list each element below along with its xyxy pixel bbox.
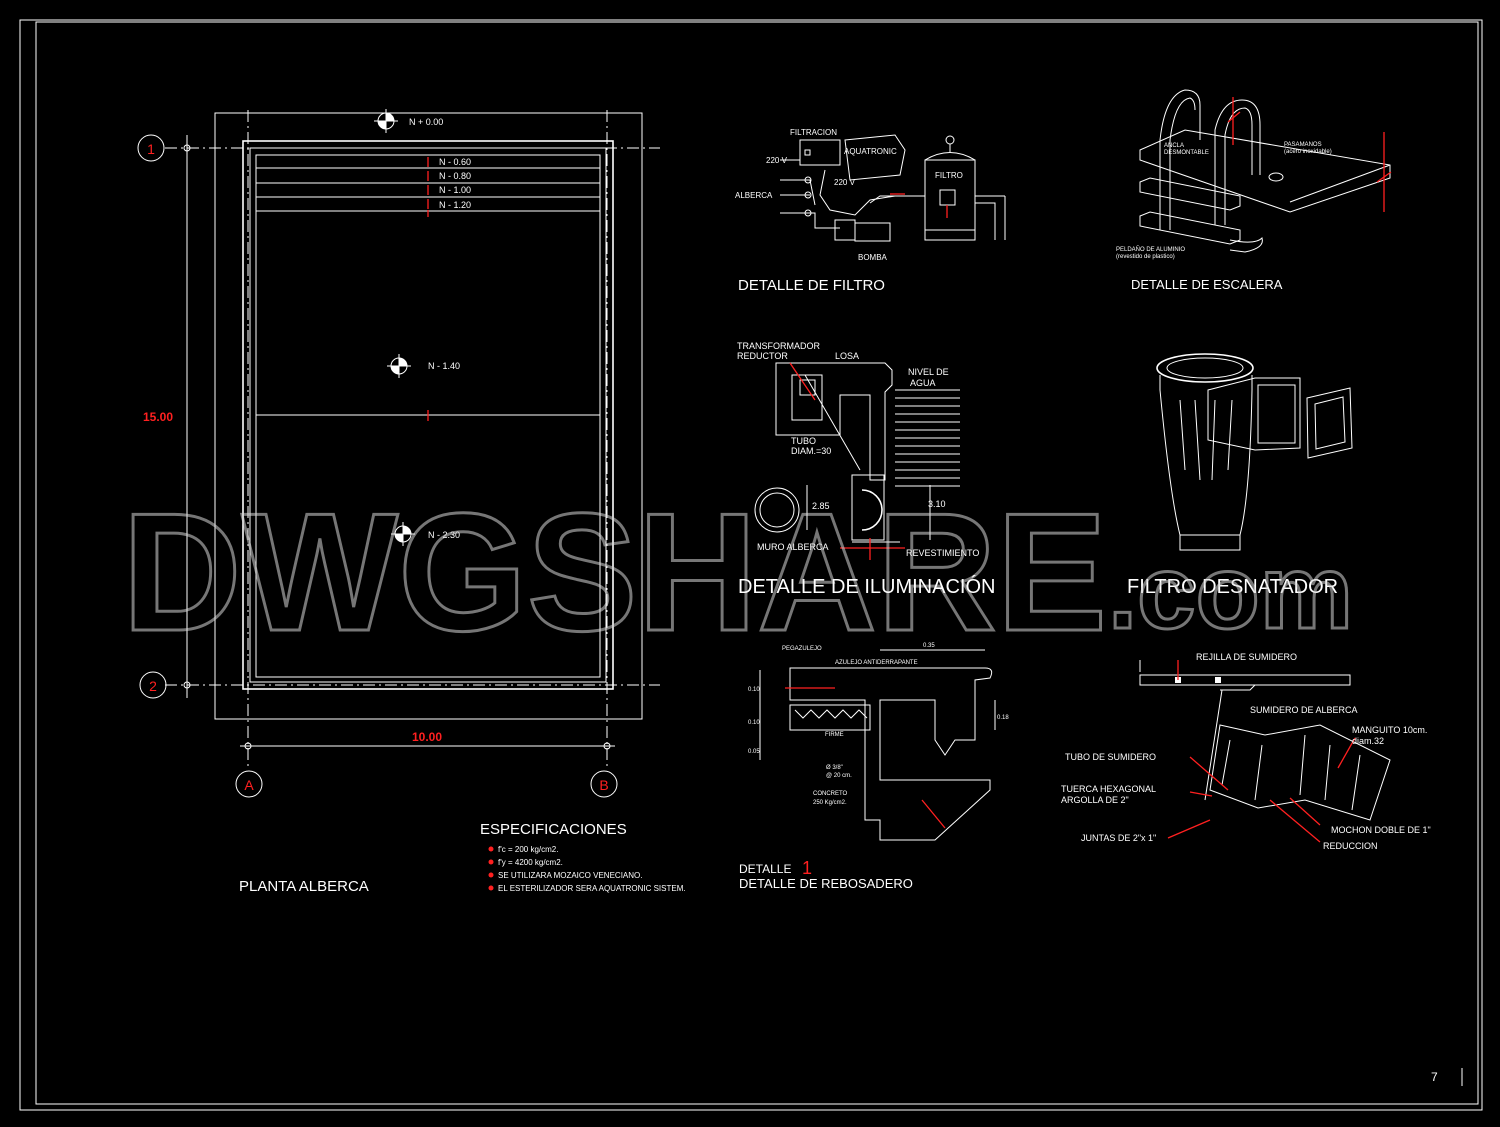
level-label: N + 0.00: [409, 117, 443, 127]
level-label: N - 2.30: [428, 530, 460, 540]
lighting-label: TUBO: [791, 436, 816, 446]
ladder-title: DETALLE DE ESCALERA: [1131, 277, 1283, 292]
drain-label: REJILLA DE SUMIDERO: [1196, 652, 1297, 662]
level-marker-140: [387, 354, 411, 378]
overflow-label: 0.10: [748, 720, 760, 726]
lighting-label: DIAM.=30: [791, 446, 831, 456]
drain-label: SUMIDERO DE ALBERCA: [1250, 705, 1358, 715]
lighting-label: 3.10: [928, 499, 946, 509]
bullet-icon: [488, 872, 494, 878]
ladder-label: DESMONTABLE: [1164, 150, 1209, 156]
axis-label-2: 2: [149, 678, 157, 694]
drain-label: JUNTAS DE 2"x 1": [1081, 833, 1156, 843]
overflow-label: Ø 3/8": [826, 765, 843, 771]
lighting-label: REVESTIMIENTO: [906, 548, 979, 558]
plan-title: PLANTA ALBERCA: [239, 878, 369, 895]
filter-label: 220 V: [834, 178, 856, 187]
bullet-icon: [488, 859, 494, 865]
lighting-label: 2.85: [812, 501, 830, 511]
axis-label-1: 1: [147, 141, 155, 157]
watermark-domain: .com: [1108, 534, 1353, 651]
spec-item: f'c = 200 kg/cm2.: [498, 845, 558, 854]
overflow-label: 0.18: [997, 715, 1009, 721]
overflow-detail-drawing: [759, 649, 996, 841]
overflow-title: DETALLE DE REBOSADERO: [739, 876, 913, 891]
axis-bubble-2: [139, 671, 167, 699]
watermark-text: DWGSHARE: [122, 478, 1107, 666]
dimension-width: 10.00: [412, 730, 442, 744]
lighting-label: MURO ALBERCA: [757, 542, 829, 552]
bullet-icon: [488, 885, 494, 891]
lighting-title: DETALLE DE ILUMINACIÓN: [738, 575, 995, 598]
spec-item: f'y = 4200 kg/cm2.: [498, 858, 563, 867]
drain-label: TUERCA HEXAGONAL: [1061, 784, 1156, 794]
ladder-label: PELDAÑO DE ALUMINIO: [1116, 246, 1185, 253]
specs-title: ESPECIFICACIONES: [480, 821, 627, 838]
drain-label: MOCHON DOBLE DE 1": [1331, 825, 1431, 835]
lighting-label: AGUA: [910, 378, 936, 388]
level-label: N - 0.80: [439, 171, 471, 181]
level-label: N - 1.40: [428, 361, 460, 371]
overflow-label: 0.05: [748, 749, 760, 755]
drain-label: MANGUITO 10cm.: [1352, 725, 1427, 735]
ladder-label: (acero inoxidable): [1284, 149, 1332, 155]
drain-label: REDUCCION: [1323, 841, 1378, 851]
drain-label: diam.32: [1352, 736, 1384, 746]
dimension-length: 15.00: [143, 410, 173, 424]
detail-number: 1: [802, 858, 812, 878]
filter-label: FILTRO: [935, 171, 963, 180]
lighting-label: TRANSFORMADOR: [737, 341, 821, 351]
filter-label: AQUATRONIC: [844, 147, 897, 156]
sheet-inner-border: [35, 21, 1479, 1105]
level-marker-230: [391, 522, 415, 546]
level-label: N - 1.00: [439, 185, 471, 195]
filter-label: FILTRACION: [790, 128, 837, 137]
filter-detail-drawing: [780, 134, 1006, 242]
filter-label: ALBERCA: [735, 191, 773, 200]
level-label: N - 1.20: [439, 200, 471, 210]
sheet-outer-border: [19, 19, 1483, 1111]
filter-label: 220 V: [766, 156, 788, 165]
axis-bubble-b: [590, 770, 618, 798]
drain-detail-drawing: [1139, 660, 1391, 843]
overflow-label: CONCRETO: [813, 791, 848, 797]
filter-label: BOMBA: [858, 253, 888, 262]
bullet-icon: [488, 846, 494, 852]
drain-label: TUBO DE SUMIDERO: [1065, 752, 1156, 762]
detail-label: DETALLE: [739, 862, 791, 876]
plan-drawing: [137, 109, 660, 798]
skimmer-title: FILTRO DESNATADOR: [1127, 576, 1338, 598]
level-marker-0: [374, 109, 398, 133]
overflow-label: 250 Kg/cm2.: [813, 800, 847, 806]
axis-bubble-1: [137, 134, 165, 162]
lighting-detail-drawing: [754, 362, 960, 560]
lighting-label: LOSA: [835, 351, 859, 361]
overflow-label: @ 20 cm.: [826, 773, 852, 779]
ladder-detail-drawing: [1139, 89, 1392, 253]
sheet-number: 7: [1431, 1070, 1438, 1084]
drain-label: ARGOLLA DE 2": [1061, 795, 1129, 805]
level-label: N - 0.60: [439, 157, 471, 167]
ladder-label: PASAMANOS: [1284, 142, 1322, 148]
axis-label-b: B: [599, 777, 608, 793]
lighting-label: REDUCTOR: [737, 351, 788, 361]
lighting-label: NIVEL DE: [908, 367, 949, 377]
ladder-label: ANCLA: [1164, 143, 1184, 149]
filter-title: DETALLE DE FILTRO: [738, 277, 885, 294]
overflow-label: 0.35: [923, 643, 935, 649]
overflow-label: FIRME: [825, 732, 844, 738]
axis-bubble-a: [235, 770, 263, 798]
overflow-label: PEGAZULEJO: [782, 646, 822, 652]
ladder-label: (revestido de plastico): [1116, 254, 1175, 260]
spec-item: EL ESTERILIZADOR SERA AQUATRONIC SISTEM.: [498, 884, 686, 893]
skimmer-drawing: [1156, 353, 1353, 551]
axis-label-a: A: [244, 777, 254, 793]
overflow-label: 0.10: [748, 687, 760, 693]
spec-item: SE UTILIZARA MOZAICO VENECIANO.: [498, 871, 642, 880]
overflow-label: AZULEJO ANTIDERRAPANTE: [835, 660, 918, 666]
